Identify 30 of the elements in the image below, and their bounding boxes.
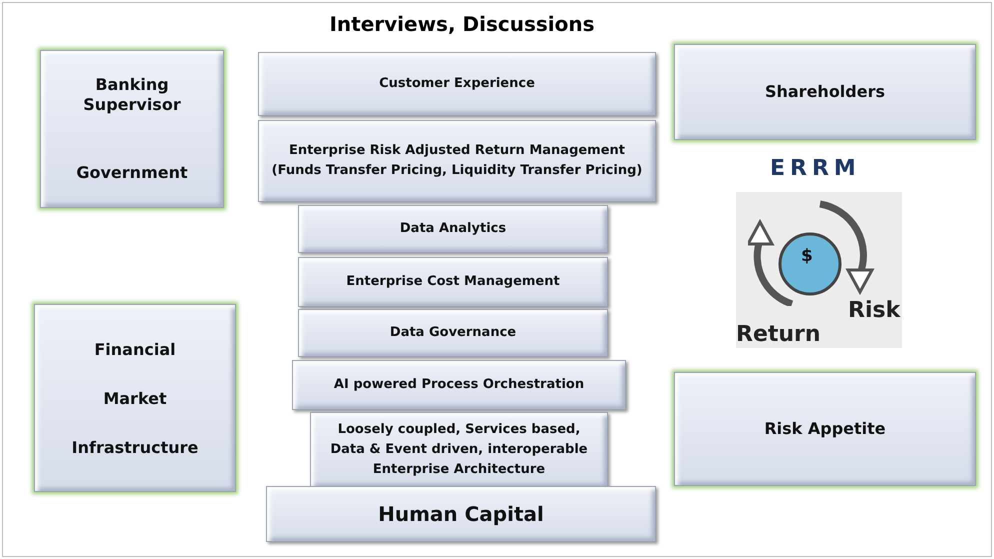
risk-label: Risk — [848, 298, 900, 323]
box-label: Data Governance — [388, 324, 518, 342]
box-label: Enterprise Risk Adjusted Return Management (Funds Transfer Pricing, Liquidity Transfer Pricing) — [270, 142, 644, 180]
text-box — [258, 120, 656, 202]
box-label: Human Capital — [377, 504, 545, 524]
text-box — [266, 486, 656, 542]
dollar-sign: $ — [801, 246, 813, 266]
box-label: Enterprise Cost Management — [345, 273, 561, 291]
box-label: Data Analytics — [398, 220, 508, 238]
text-box — [674, 44, 976, 140]
text-box — [258, 52, 656, 116]
errm-heading: ERRM — [770, 156, 861, 181]
box-label: Loosely coupled, Services based, Data & Event driven, interoperable Enterprise Architecture — [329, 421, 589, 479]
box-label: AI powered Process Orchestration — [332, 376, 586, 394]
text-box — [298, 205, 608, 253]
text-box — [298, 309, 608, 357]
box-label: Financial Market Infrastructure — [70, 338, 200, 458]
box-label: Banking Supervisor — [82, 75, 182, 115]
text-box — [310, 412, 608, 488]
text-box — [40, 50, 224, 208]
text-box — [674, 372, 976, 486]
box-label: Customer Experience — [378, 75, 536, 93]
box-label: Shareholders — [764, 82, 886, 102]
title: Interviews, Discussions — [328, 12, 596, 36]
text-box — [292, 360, 626, 410]
text-box — [34, 304, 236, 492]
text-box — [298, 257, 608, 307]
box-label: Government — [75, 163, 189, 183]
box-label: Risk Appetite — [763, 419, 887, 439]
return-label: Return — [736, 322, 821, 347]
